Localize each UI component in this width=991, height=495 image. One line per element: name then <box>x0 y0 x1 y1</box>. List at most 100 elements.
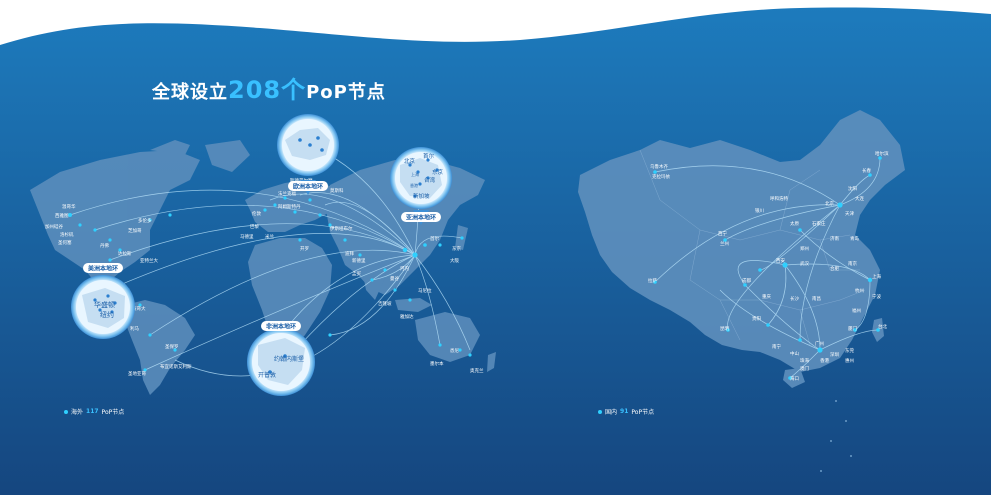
world-city-label: 开罗 <box>300 246 309 252</box>
world-city-label: 吉隆坡 <box>378 300 392 307</box>
china-city-label: 中山 <box>790 350 799 357</box>
asia-city-6: 新加坡 <box>413 192 430 200</box>
legend-dot-icon <box>598 409 602 414</box>
china-city-label: 济南 <box>830 235 839 242</box>
world-city-label: 东京 <box>452 245 461 252</box>
china-city-label: 宁波 <box>872 293 881 300</box>
china-city-label: 杭州 <box>855 287 864 294</box>
world-city-label: 西雅图 <box>55 212 69 219</box>
china-city-label: 澳门 <box>800 365 809 372</box>
world-city-label: 圣何塞 <box>58 239 72 246</box>
legend-domestic-count: 91 <box>620 408 629 415</box>
china-city-label: 西安 <box>776 257 785 264</box>
china-city-label: 广州 <box>815 340 824 347</box>
bubble-africa-title: 非洲本地环 <box>266 323 296 331</box>
china-city-label: 拉萨 <box>648 277 657 284</box>
world-city-label: 伊斯坦布尔 <box>330 225 353 232</box>
legend-overseas-count: 117 <box>86 408 99 415</box>
china-city-label: 天津 <box>845 210 854 217</box>
china-city-label: 合肥 <box>830 265 839 272</box>
china-connection-lines <box>654 157 881 379</box>
world-city-label: 达拉斯 <box>118 250 132 257</box>
world-city-label: 亚特兰大 <box>140 257 158 264</box>
china-city-label: 成都 <box>742 277 751 284</box>
china-city-label: 长春 <box>862 167 871 174</box>
world-city-label: 奥克兰 <box>470 367 484 374</box>
china-city-label: 银川 <box>755 207 764 214</box>
bubble-africa: 约翰内斯堡 开普敦 非洲本地环 <box>247 321 315 396</box>
legend-domestic-unit: PoP节点 <box>631 409 655 416</box>
asia-city-4: 台湾 <box>424 176 436 184</box>
china-landmass <box>578 110 905 472</box>
china-city-labels: 哈尔滨长春沈阳大连北京天津石家庄太原呼和浩特济南青岛郑州西安兰州西宁银川乌鲁木齐… <box>648 150 889 382</box>
china-city-label: 哈尔滨 <box>875 150 889 157</box>
title-prefix: 全球设立 <box>152 82 228 103</box>
world-city-label: 迪拜 <box>345 250 354 257</box>
china-city-label: 上海 <box>872 273 881 280</box>
world-city-label: 莫斯科 <box>330 187 344 194</box>
america-city-1: 纽约 <box>100 310 114 319</box>
world-city-label: 圣地亚哥 <box>128 370 146 377</box>
legend-overseas-unit: PoP节点 <box>101 409 125 416</box>
china-city-label: 武汉 <box>800 260 809 267</box>
china-city-label: 珠海 <box>800 357 809 364</box>
legend-overseas-label: 海外 <box>71 409 84 416</box>
china-city-label: 石家庄 <box>812 220 826 227</box>
china-city-label: 厦门 <box>848 325 857 332</box>
china-city-label: 香港 <box>820 357 829 364</box>
china-city-label: 南宁 <box>772 343 781 350</box>
world-city-label: 多伦多 <box>138 217 152 224</box>
asia-city-5: 香港 <box>410 182 418 188</box>
world-city-label: 洛杉矶 <box>60 231 74 238</box>
china-city-label: 东莞 <box>845 347 854 354</box>
world-city-label: 布宜诺斯艾利斯 <box>160 363 192 370</box>
legend-dot-icon <box>64 409 68 414</box>
china-city-label: 惠州 <box>845 357 854 364</box>
china-nodes <box>653 156 882 380</box>
legend-domestic-label: 国内 <box>605 409 618 416</box>
asia-city-3: 上海 <box>411 171 419 177</box>
world-city-label: 米兰 <box>265 233 274 240</box>
world-city-label: 温哥华 <box>62 203 76 210</box>
background-panel <box>0 7 991 495</box>
china-city-label: 昆明 <box>720 326 729 332</box>
world-city-label: 孟买 <box>352 270 361 277</box>
world-city-label: 曼谷 <box>390 275 399 282</box>
world-nodes <box>68 196 472 372</box>
title-suffix: PoP节点 <box>306 82 386 103</box>
china-city-label: 贵阳 <box>752 315 761 322</box>
world-city-label: 阿姆斯特丹 <box>278 203 301 210</box>
china-city-label: 沈阳 <box>848 185 857 192</box>
world-city-label: 伦敦 <box>252 210 261 217</box>
asia-city-0: 北京 <box>404 157 416 165</box>
china-city-label: 台北 <box>878 323 887 330</box>
bubble-america-title: 美洲本地环 <box>87 265 118 273</box>
world-city-label: 河内 <box>400 265 409 272</box>
legend-overseas: 海外 117 PoP节点 <box>64 407 124 416</box>
bubble-america: 华盛顿 纽约 美洲本地环 <box>71 263 135 339</box>
bubble-europe-title: 欧洲本地环 <box>293 183 323 191</box>
world-city-label: 波哥大 <box>132 305 146 312</box>
china-city-label: 乌鲁木齐 <box>650 163 668 170</box>
bubble-asia-title: 亚洲本地环 <box>406 214 436 222</box>
china-province-borders <box>639 149 866 346</box>
china-city-label: 西宁 <box>718 230 727 237</box>
world-city-label: 大阪 <box>450 257 459 264</box>
asia-city-1: 首尔 <box>423 152 435 160</box>
world-city-label: 首尔 <box>430 235 439 242</box>
america-city-0: 华盛顿 <box>94 300 115 309</box>
world-city-label: 丹佛 <box>100 242 109 249</box>
china-city-label: 南京 <box>848 260 857 267</box>
africa-city-0: 约翰内斯堡 <box>274 355 304 363</box>
legend-domestic: 国内 91 PoP节点 <box>598 407 654 416</box>
bubble-europe: 欧洲本地环 <box>277 114 339 195</box>
world-city-label: 马德里 <box>240 233 254 240</box>
china-city-label: 郑州 <box>800 245 809 252</box>
china-city-label: 太原 <box>790 220 799 227</box>
china-city-label: 长沙 <box>790 295 799 302</box>
world-city-label: 利马 <box>130 325 139 332</box>
world-city-label: 法兰克福 <box>278 190 296 197</box>
china-city-label: 深圳 <box>830 351 839 358</box>
